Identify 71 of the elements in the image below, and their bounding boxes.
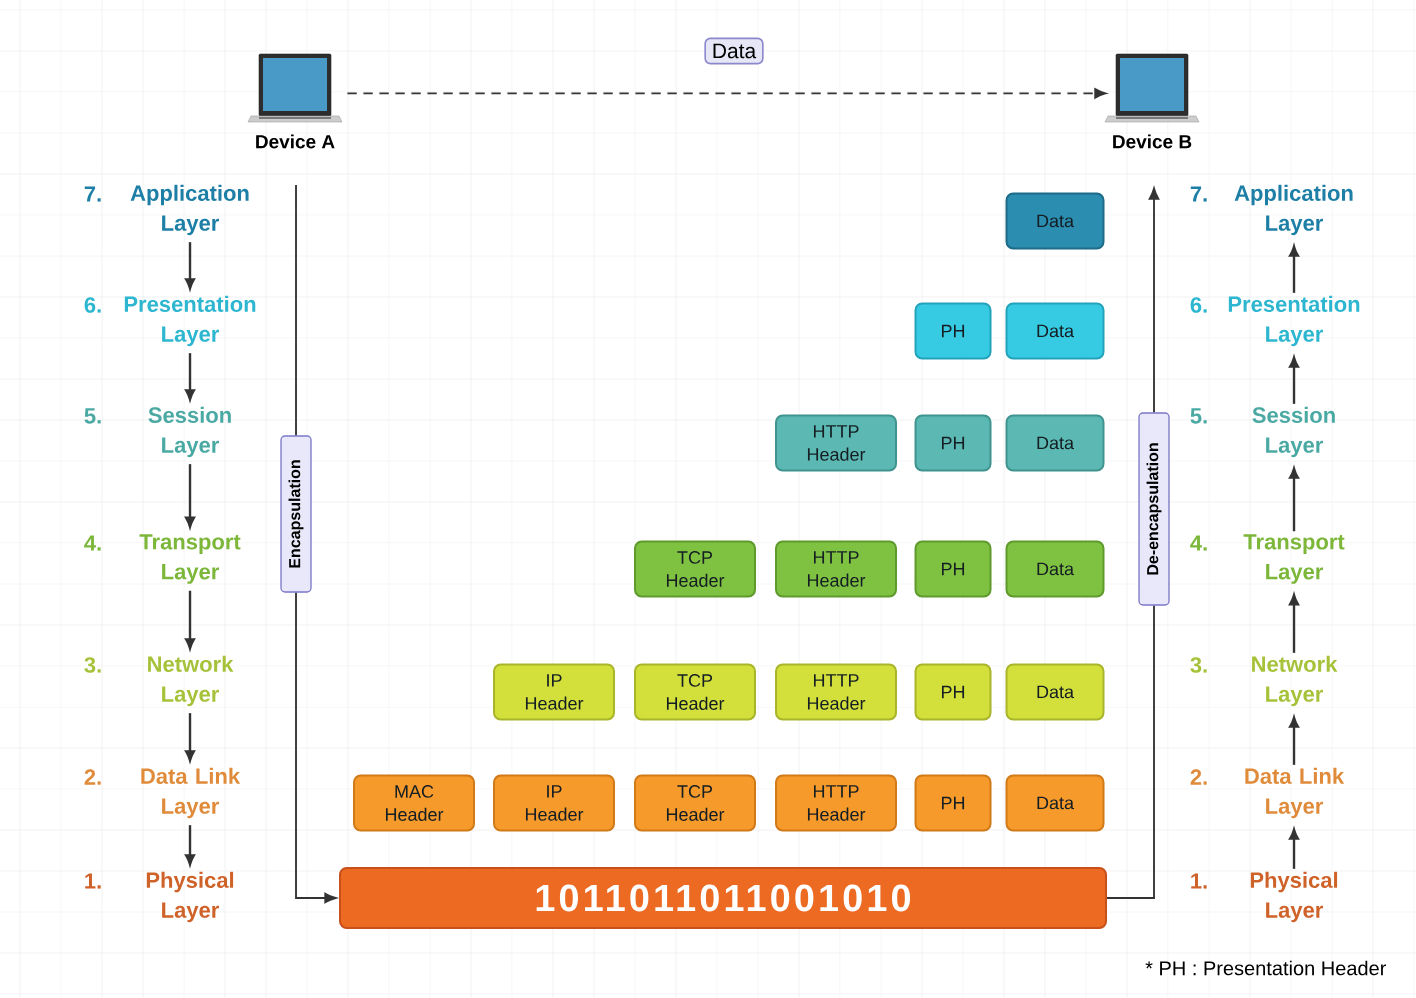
layer-number: 5. bbox=[84, 408, 101, 424]
packet-box: PH bbox=[914, 540, 992, 598]
bit-stream-bar: 1011011011001010 bbox=[339, 867, 1107, 929]
arrow bbox=[1289, 245, 1300, 293]
arrow bbox=[185, 590, 195, 650]
layer-number: 1. bbox=[85, 873, 101, 889]
packet-box: IP Header bbox=[493, 774, 615, 832]
packet-box: HTTP Header bbox=[775, 774, 897, 832]
packet-box: Data bbox=[1005, 414, 1105, 472]
layer-label: Physical Layer bbox=[146, 871, 234, 923]
arrow bbox=[1289, 594, 1300, 653]
packet-box: HTTP Header bbox=[775, 540, 897, 598]
layer-number: 1. bbox=[1191, 873, 1207, 889]
packet-box: PH bbox=[914, 663, 992, 721]
packet-box: TCP Header bbox=[634, 774, 756, 832]
layer-number: 2. bbox=[1190, 769, 1207, 785]
packet-box: TCP Header bbox=[634, 663, 756, 721]
layer-label: Presentation Layer bbox=[1228, 295, 1360, 347]
packet-box: TCP Header bbox=[634, 540, 756, 598]
packet-box: HTTP Header bbox=[775, 414, 897, 472]
layer-label: Application Layer bbox=[130, 184, 249, 236]
layer-label: Network Layer bbox=[148, 655, 234, 707]
arrow bbox=[1289, 716, 1300, 765]
packet-box: MAC Header bbox=[353, 774, 475, 832]
layer-label: Data Link Layer bbox=[1245, 767, 1345, 819]
layer-label: Data Link Layer bbox=[141, 767, 241, 819]
arrow bbox=[1289, 828, 1300, 869]
arrow bbox=[1289, 467, 1300, 532]
packet-box: Data bbox=[1005, 540, 1105, 598]
layer-number: 7. bbox=[84, 186, 101, 202]
layer-number: 3. bbox=[1190, 657, 1207, 673]
layer-number: 3. bbox=[84, 657, 101, 673]
layer-label: Presentation Layer bbox=[124, 295, 256, 347]
layer-number: 4. bbox=[84, 535, 101, 551]
process-label: Encapsulation bbox=[280, 435, 312, 593]
arrow bbox=[185, 825, 195, 866]
device-label: Device A bbox=[256, 134, 335, 149]
arrow bbox=[1148, 187, 1160, 414]
arrow bbox=[185, 353, 195, 401]
layer-label: Session Layer bbox=[148, 406, 231, 458]
packet-box: PH bbox=[914, 414, 992, 472]
layer-number: 2. bbox=[84, 769, 101, 785]
arrow bbox=[1289, 356, 1300, 404]
edge-label: Data bbox=[704, 37, 764, 65]
layer-label: Network Layer bbox=[1252, 655, 1338, 707]
arrow bbox=[185, 242, 195, 290]
footnote: * PH : Presentation Header bbox=[1145, 960, 1386, 976]
layer-label: Application Layer bbox=[1234, 184, 1353, 236]
layer-number: 6. bbox=[1190, 297, 1207, 313]
layer-label: Session Layer bbox=[1252, 406, 1335, 458]
packet-box: Data bbox=[1005, 192, 1105, 250]
packet-box: HTTP Header bbox=[775, 663, 897, 721]
device-label: Device B bbox=[1113, 134, 1192, 149]
arrow bbox=[185, 464, 195, 528]
layer-label: Transport Layer bbox=[1243, 534, 1345, 584]
process-label: De-encapsulation bbox=[1138, 412, 1170, 606]
layer-number: 5. bbox=[1190, 408, 1207, 424]
layer-number: 7. bbox=[1190, 186, 1207, 202]
arrow bbox=[295, 591, 337, 904]
layer-number: 6. bbox=[84, 297, 101, 313]
arrow bbox=[346, 88, 1107, 99]
layer-label: Physical Layer bbox=[1250, 871, 1338, 923]
packet-box: Data bbox=[1005, 302, 1105, 360]
packet-box: PH bbox=[914, 302, 992, 360]
packet-box: Data bbox=[1005, 663, 1105, 721]
layer-label: Transport Layer bbox=[139, 534, 241, 584]
packet-box: PH bbox=[914, 774, 992, 832]
packet-box: Data bbox=[1005, 774, 1105, 832]
arrow bbox=[185, 713, 195, 762]
packet-box: IP Header bbox=[493, 663, 615, 721]
layer-number: 4. bbox=[1190, 535, 1207, 551]
